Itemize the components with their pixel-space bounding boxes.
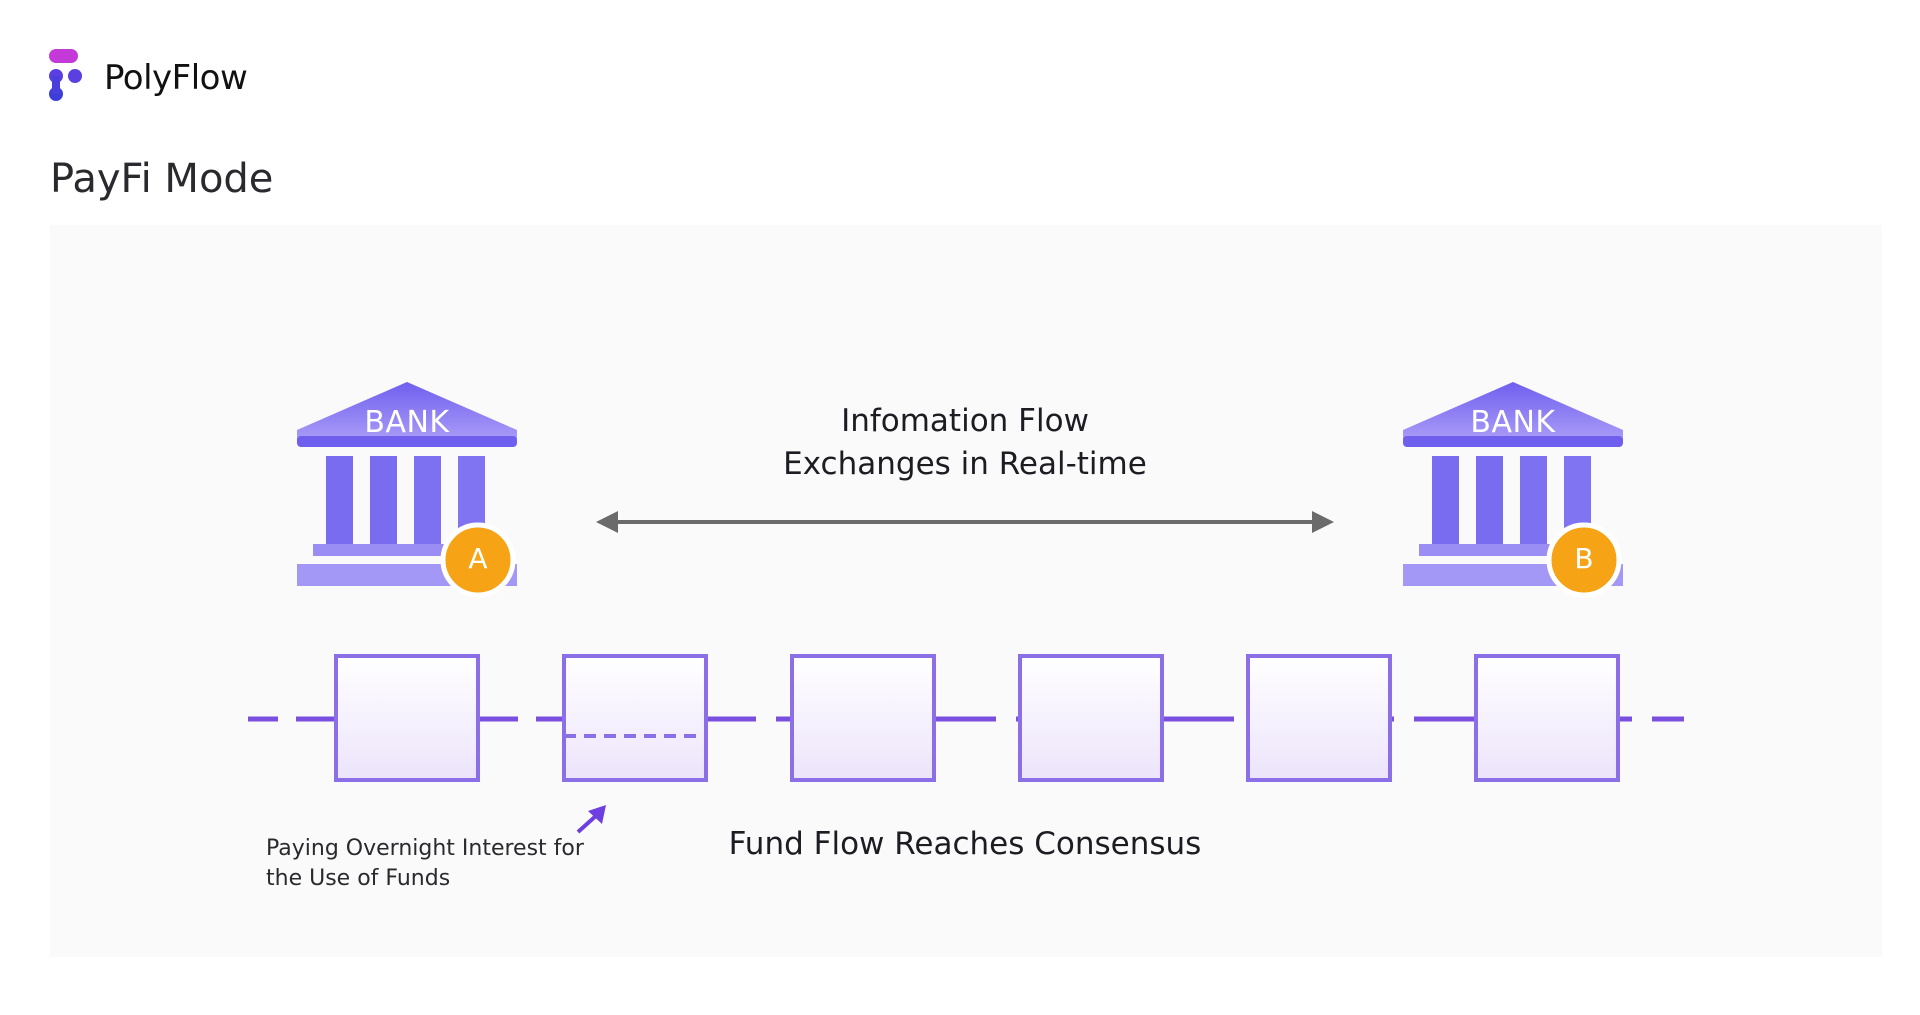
interest-note: Paying Overnight Interest for the Use of… [266, 834, 606, 894]
chain-block [1474, 654, 1620, 782]
chain-block [562, 654, 708, 782]
bank-b-icon [1403, 382, 1623, 598]
interest-note-line1: Paying Overnight Interest for [266, 836, 584, 861]
information-flow-caption: Infomation Flow Exchanges in Real-time [665, 400, 1265, 486]
information-flow-line1: Infomation Flow [841, 403, 1089, 439]
interest-segment [562, 734, 708, 782]
bank-b-badge-letter: B [1574, 542, 1594, 575]
page-title: PayFi Mode [50, 156, 274, 202]
bank-a-icon [297, 382, 517, 598]
information-flow-line2: Exchanges in Real-time [783, 446, 1147, 482]
arrow-right-head [1312, 511, 1334, 533]
brand-name: PolyFlow [104, 58, 248, 98]
bank-a-badge-letter: A [468, 542, 488, 575]
arrow-left-head [596, 511, 618, 533]
arrow-up-right-icon [576, 805, 606, 834]
interest-note-line2: the Use of Funds [266, 866, 451, 891]
bank-a-badge [440, 522, 516, 598]
bank-a-label: BANK [364, 405, 450, 440]
bank-b-badge [1546, 522, 1622, 598]
chain-block [1246, 654, 1392, 782]
chain-block [1018, 654, 1164, 782]
polyflow-logo-icon [49, 49, 82, 101]
fund-flow-caption: Fund Flow Reaches Consensus [728, 826, 1202, 862]
chain-block [790, 654, 936, 782]
chain-block [334, 654, 480, 782]
bank-b-label: BANK [1470, 405, 1556, 440]
